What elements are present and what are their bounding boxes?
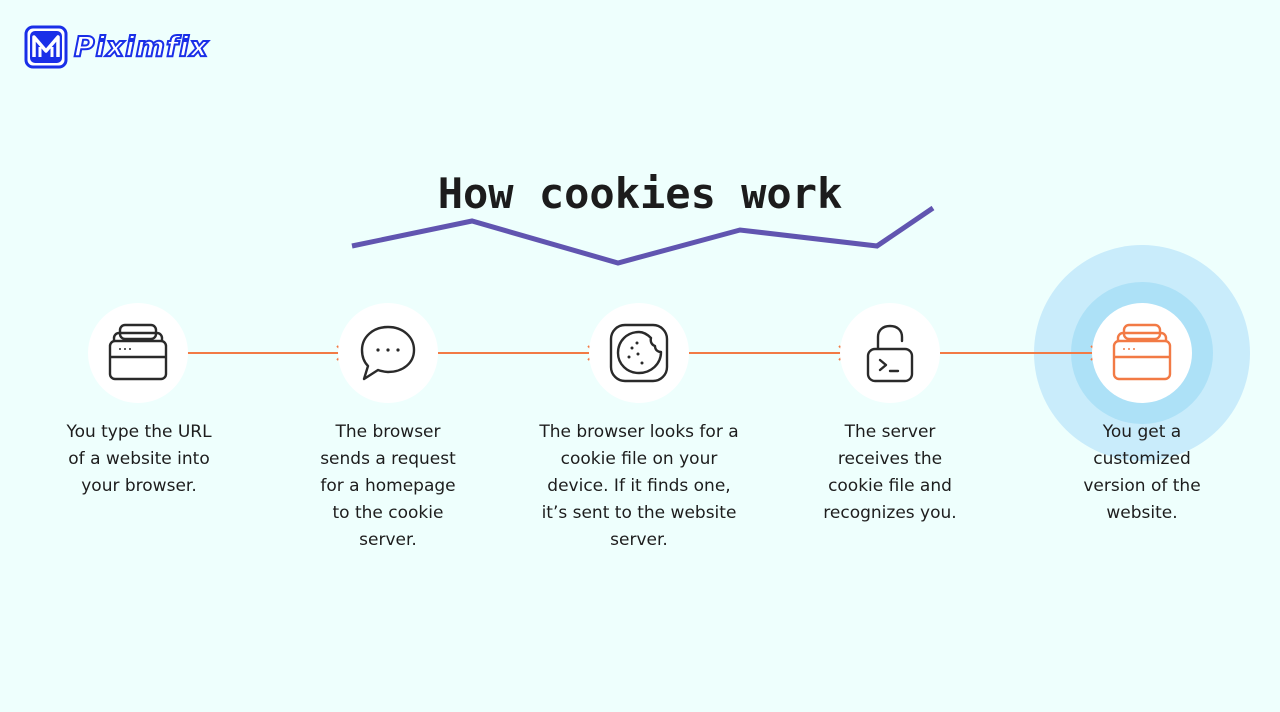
step-5-description: You get a customized version of the webs… — [1083, 422, 1201, 523]
step-3-description: The browser looks for a cookie file on y… — [539, 422, 739, 550]
arrow-3-4 — [689, 345, 849, 361]
step-4-icon-circle — [840, 303, 940, 403]
m-letter-logo-icon — [24, 25, 68, 69]
unlocked-padlock-terminal-icon — [866, 324, 914, 383]
step-4-description: The server receives the cookie file and … — [823, 422, 957, 523]
step-1-description: You type the URL of a website into your … — [66, 422, 212, 496]
brand-name: Piximfix — [73, 29, 209, 64]
step-2-icon-circle — [338, 303, 438, 403]
speech-bubble-icon — [360, 325, 416, 381]
browser-window-icon — [108, 323, 168, 381]
cookie-icon — [609, 323, 669, 383]
step-1-icon-circle — [88, 303, 188, 403]
step-3-icon-circle — [589, 303, 689, 403]
page-title: How cookies work — [437, 169, 843, 218]
browser-window-icon — [1112, 323, 1172, 381]
arrow-1-2 — [187, 345, 347, 361]
step-2-description: The browser sends a request for a homepa… — [320, 422, 456, 550]
arrow-2-3 — [438, 345, 598, 361]
brand-logo[interactable]: Piximfix — [24, 24, 209, 70]
step-5-icon-circle — [1092, 303, 1192, 403]
